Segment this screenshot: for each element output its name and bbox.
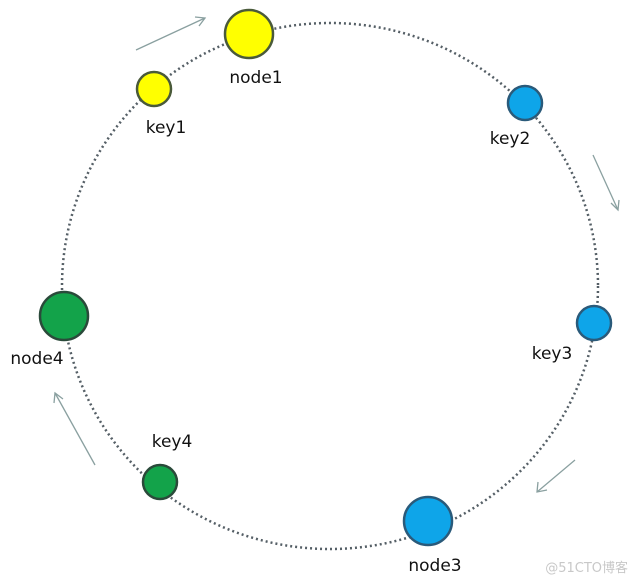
key2: key2 — [490, 84, 544, 149]
node3: node3 — [402, 495, 462, 576]
key1: key1 — [135, 70, 187, 138]
node1: node1 — [223, 8, 283, 88]
svg-text:key1: key1 — [146, 118, 187, 138]
direction-arrow — [592, 154, 620, 212]
svg-text:node1: node1 — [229, 68, 282, 88]
direction-arrow — [536, 459, 576, 493]
svg-text:node4: node4 — [10, 349, 63, 369]
hash-ring — [60, 21, 600, 551]
key3: key3 — [532, 304, 613, 364]
node4: node4 — [10, 290, 90, 369]
svg-text:key3: key3 — [532, 344, 573, 364]
svg-text:key4: key4 — [152, 432, 193, 452]
key4: key4 — [141, 432, 193, 501]
direction-arrow — [135, 16, 207, 51]
svg-text:key2: key2 — [490, 129, 531, 149]
direction-arrow — [53, 391, 96, 466]
watermark: @51CTO博客 — [545, 560, 628, 576]
svg-text:node3: node3 — [408, 556, 461, 576]
